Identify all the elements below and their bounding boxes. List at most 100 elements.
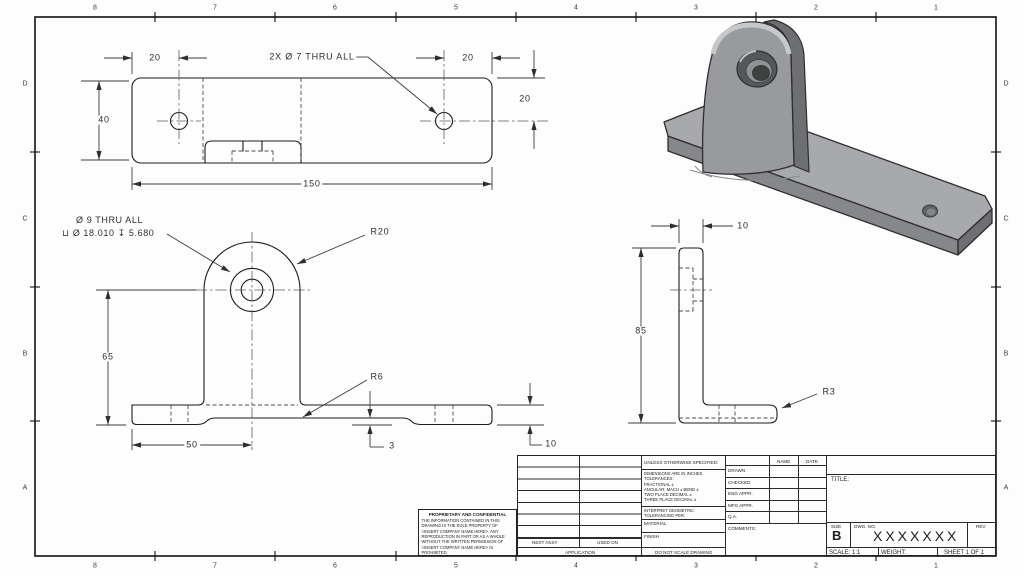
zone-label: 2 xyxy=(814,562,818,570)
zone-label: 8 xyxy=(93,562,97,570)
front-view-arrowheads xyxy=(105,258,533,448)
divider xyxy=(826,522,997,523)
zone-label: D xyxy=(22,80,28,88)
zone-label: C xyxy=(1003,215,1009,223)
proprietary-heading: PROPRIETARY AND CONFIDENTIAL xyxy=(428,512,507,517)
drawn-label: DRAWN xyxy=(728,468,746,473)
zone-label: 3 xyxy=(694,4,698,12)
finish-label: FINISH xyxy=(644,534,660,539)
title-block: NEXT ASSY USED ON APPLICATION UNLESS OTH… xyxy=(517,455,997,557)
front-view xyxy=(96,232,544,450)
divider xyxy=(937,547,938,557)
tol-line: THREE PLACE DECIMAL ± xyxy=(644,497,697,503)
divider xyxy=(769,456,770,523)
divider xyxy=(798,456,799,523)
mfg-appr-label: MFG APPR. xyxy=(728,502,754,508)
title-label: TITLE: xyxy=(831,477,850,483)
divider xyxy=(826,547,997,548)
weight-label: WEIGHT: xyxy=(881,549,906,556)
tol-line: TOLERANCES: xyxy=(644,476,674,482)
tol-line: ANGULAR: MACH ± BEND ± xyxy=(644,486,699,492)
dim-10-side: 10 xyxy=(737,220,749,231)
dim-85: 85 xyxy=(633,325,649,336)
zone-label: 1 xyxy=(934,562,938,570)
comments-label: COMMENTS: xyxy=(728,526,757,531)
hole-note: 2X Ø 7 THRU ALL xyxy=(267,51,357,62)
zone-label: 5 xyxy=(454,562,458,570)
size-value: B xyxy=(832,528,842,543)
dwg-no-label: DWG. NO. xyxy=(854,524,876,529)
tol-line: FRACTIONAL ± xyxy=(644,481,674,487)
zone-label: 3 xyxy=(694,562,698,570)
zone-label: 7 xyxy=(213,4,217,12)
date-col-label: DATE xyxy=(806,458,818,464)
side-view xyxy=(628,219,818,424)
iso-tab-top-highlight xyxy=(710,22,792,55)
tol-line: TWO PLACE DECIMAL ± xyxy=(644,492,692,497)
divider xyxy=(641,469,725,470)
divider xyxy=(826,456,827,557)
divider xyxy=(518,538,641,539)
isometric-view xyxy=(663,19,993,256)
proprietary-body: THE INFORMATION CONTAINED IN THIS DRAWIN… xyxy=(421,518,505,555)
iso-through-hole xyxy=(752,65,770,81)
counterbore-callout: Ø 9 THRU ALL ⊔ Ø 18.010 ↧ 5.680 xyxy=(62,214,154,240)
dim-20-side: 20 xyxy=(517,93,533,104)
zone-label: B xyxy=(1003,350,1009,358)
iso-pad-fillet xyxy=(689,169,801,181)
scale-value: SCALE: 1:1 xyxy=(829,549,861,556)
application-label: APPLICATION xyxy=(565,549,596,555)
unless-label: UNLESS OTHERWISE SPECIFIED: xyxy=(644,460,719,465)
dim-20-left: 20 xyxy=(147,52,163,63)
zone-label: 4 xyxy=(574,562,578,570)
divider xyxy=(725,523,826,524)
divider xyxy=(725,488,826,490)
divider xyxy=(641,506,725,507)
zone-label: 6 xyxy=(333,562,337,570)
interpret-line2: TOLERANCING PER: xyxy=(644,513,686,519)
divider xyxy=(850,522,851,547)
divider xyxy=(641,519,725,520)
interpret-label: INTERPRET GEOMETRIC TOLERANCING PER: xyxy=(644,508,694,519)
zone-label: B xyxy=(22,350,28,358)
divider xyxy=(826,474,997,475)
tolerance-note: DIMENSIONS ARE IN INCHES TOLERANCES: FRA… xyxy=(644,471,724,503)
divider xyxy=(725,456,726,557)
iso-hole-highlight xyxy=(739,50,757,63)
qa-label: Q.A. xyxy=(728,514,738,520)
divider xyxy=(641,532,725,533)
divider xyxy=(725,465,826,466)
zone-label: C xyxy=(22,215,28,223)
iso-base-hole-inner xyxy=(926,208,936,216)
callout-line2: ⊔ Ø 18.010 ↧ 5.680 xyxy=(62,228,155,239)
dim-150: 150 xyxy=(301,178,323,189)
eng-appr-label: ENG APPR. xyxy=(728,491,753,497)
divider xyxy=(518,547,641,548)
dim-40: 40 xyxy=(96,114,112,125)
tol-line: DIMENSIONS ARE IN INCHES xyxy=(644,471,703,476)
proprietary-note: PROPRIETARY AND CONFIDENTIAL THE INFORMA… xyxy=(418,509,517,556)
callout-line1: Ø 9 THRU ALL xyxy=(76,215,144,225)
name-col-label: NAME xyxy=(777,458,791,464)
side-view-arrowheads xyxy=(638,223,792,423)
dim-r20: R20 xyxy=(370,226,390,237)
zone-label: D xyxy=(1003,80,1009,88)
dim-50: 50 xyxy=(184,439,200,450)
zone-label: 6 xyxy=(333,4,337,12)
top-view-arrowheads xyxy=(96,55,537,187)
dim-r6: R6 xyxy=(370,371,384,382)
do-not-scale-label: DO NOT SCALE DRAWING xyxy=(655,550,713,555)
checked-label: CHECKED xyxy=(728,479,751,485)
divider xyxy=(967,522,968,547)
zone-label: 8 xyxy=(93,4,97,12)
zone-label: 1 xyxy=(934,4,938,12)
interpret-line1: INTERPRET GEOMETRIC xyxy=(644,508,695,513)
size-label: SIZE xyxy=(831,524,842,529)
zone-label: 7 xyxy=(213,562,217,570)
zone-label: A xyxy=(1003,484,1009,492)
dim-10-front: 10 xyxy=(545,438,557,449)
next-assy-label: NEXT ASSY xyxy=(532,540,558,545)
divider xyxy=(725,499,826,501)
dim-3: 3 xyxy=(389,440,395,451)
